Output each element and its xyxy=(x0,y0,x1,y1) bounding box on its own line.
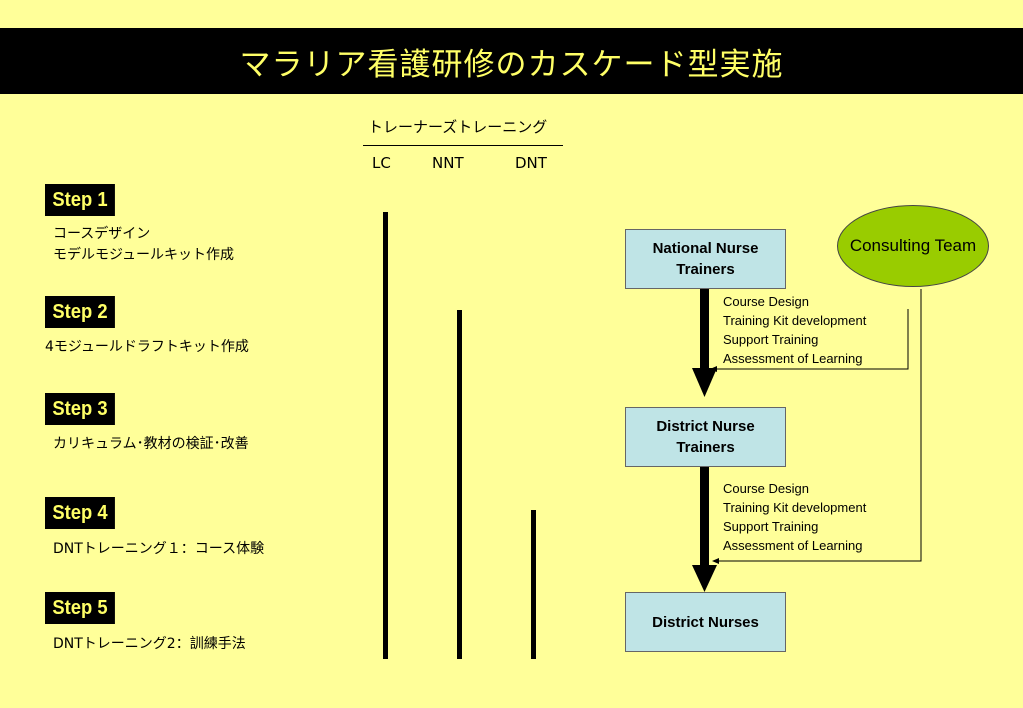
district-nurse-trainers-box: District Nurse Trainers xyxy=(625,407,786,467)
activity-item: Support Training xyxy=(723,519,819,534)
national-nurse-trainers-box: National Nurse Trainers xyxy=(625,229,786,289)
consulting-feedback-2 xyxy=(716,289,922,562)
trainers-training-label: トレーナーズトレーニング xyxy=(368,118,548,136)
step-2-line-1: 4モジュールドラフトキット作成 xyxy=(45,339,249,355)
dnt-timeline-bar xyxy=(531,510,536,659)
header-divider xyxy=(363,145,563,146)
activity-item: Training Kit development xyxy=(723,313,867,328)
activity-item: Assessment of Learning xyxy=(723,351,863,366)
step-5-badge: Step 5 xyxy=(45,592,115,624)
column-lc: LC xyxy=(372,154,391,172)
feedback-arrowhead-2 xyxy=(712,558,719,564)
step-4-line-1: DNTトレーニング１：コース体験 xyxy=(53,541,265,557)
column-dnt: DNT xyxy=(515,154,547,172)
lc-timeline-bar xyxy=(383,212,388,659)
column-nnt: NNT xyxy=(432,154,464,172)
consulting-team-label: Consulting Team xyxy=(849,236,977,255)
step-1-line-2: モデルモジュールキット作成 xyxy=(53,247,235,263)
step-4-badge: Step 4 xyxy=(45,497,115,529)
activities-list-2: Course Design Training Kit development S… xyxy=(723,479,866,555)
nnt-timeline-bar xyxy=(457,310,462,659)
step-1-badge: Step 1 xyxy=(45,184,115,216)
activity-item: Course Design xyxy=(723,481,809,496)
consulting-feedback-1 xyxy=(714,309,909,370)
step-2-badge: Step 2 xyxy=(45,296,115,328)
activity-item: Training Kit development xyxy=(723,500,867,515)
step-5-line-1: DNTトレーニング2：訓練手法 xyxy=(53,636,246,652)
feedback-arrowhead-1 xyxy=(710,366,717,372)
activity-item: Support Training xyxy=(723,332,819,347)
step-1-line-1: コースデザイン xyxy=(53,226,151,242)
main-flow-arrow-2 xyxy=(692,466,717,592)
consulting-team-ellipse: Consulting Team xyxy=(837,205,989,287)
title-bar: マラリア看護研修のカスケード型実施 xyxy=(0,28,1023,94)
page-title: マラリア看護研修のカスケード型実施 xyxy=(239,46,784,83)
activity-item: Course Design xyxy=(723,294,809,309)
step-3-badge: Step 3 xyxy=(45,393,115,425)
main-flow-arrow-1 xyxy=(692,288,717,397)
activities-list-1: Course Design Training Kit development S… xyxy=(723,292,866,368)
step-3-line-1: カリキュラム･教材の検証･改善 xyxy=(53,436,249,452)
district-nurses-box: District Nurses xyxy=(625,592,786,652)
activity-item: Assessment of Learning xyxy=(723,538,863,553)
